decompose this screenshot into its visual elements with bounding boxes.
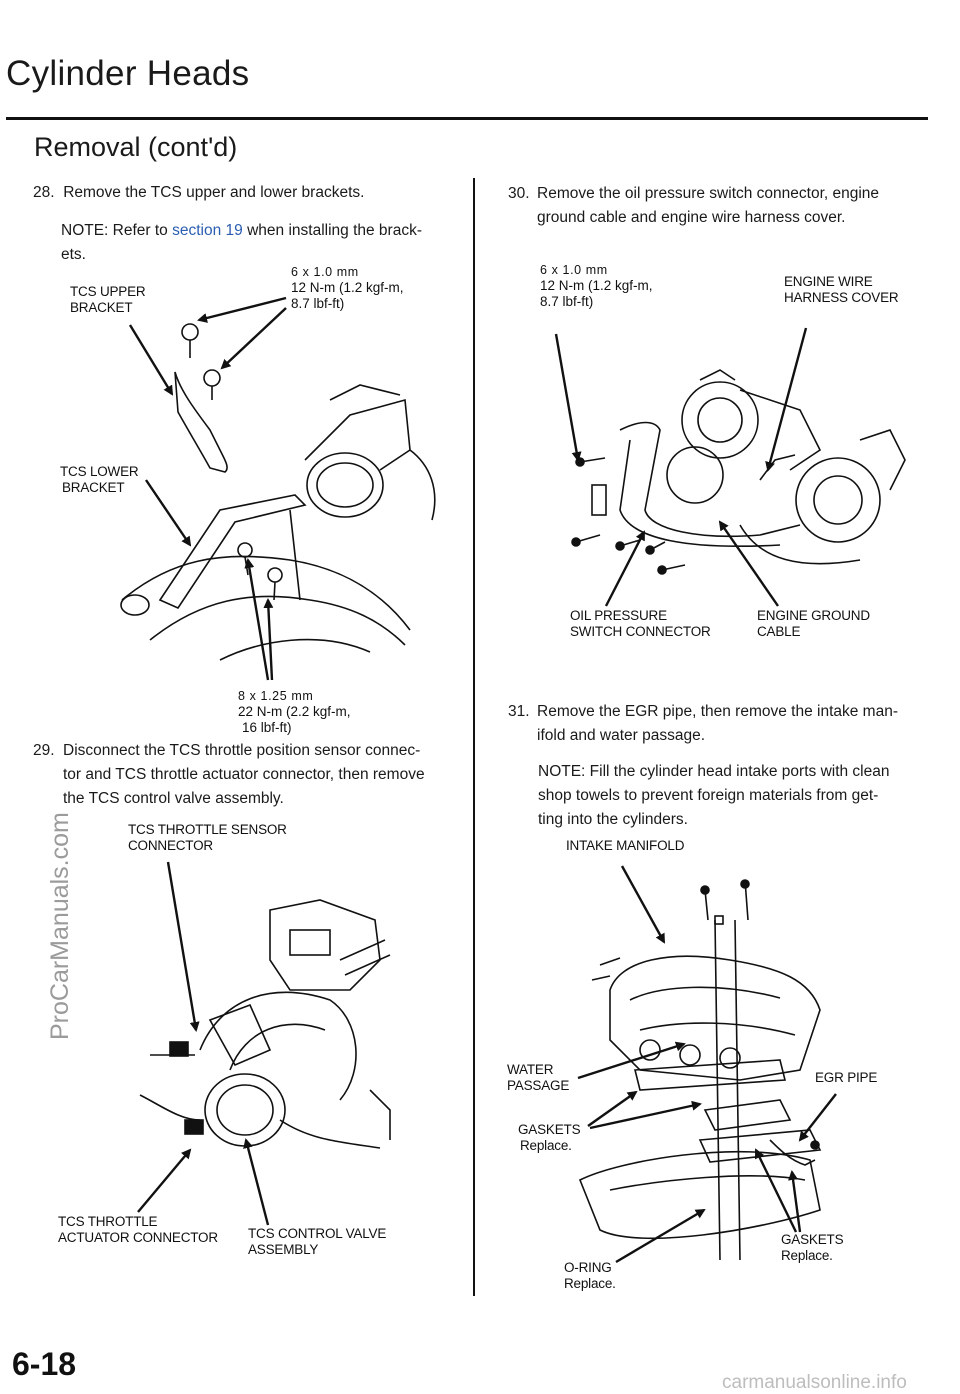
step-28-text: Remove the TCS upper and lower brackets. (63, 184, 365, 201)
step-31-note: NOTE: Fill the cylinder head intake port… (538, 763, 890, 828)
step-31-number: 31. (508, 703, 530, 720)
step-28-note: NOTE: Refer to section 19 when installin… (61, 219, 461, 267)
tcs-bracket-illustration (120, 323, 436, 661)
watermark-text: ProCarManuals.com (46, 812, 74, 1040)
note-suffix: when installing the brack- (242, 222, 423, 239)
torque-spec-harness: 6 x 1.0 mm 12 N-m (1.2 kgf-m, 8.7 lbf-ft… (540, 263, 653, 309)
step-28-number: 28. (33, 184, 55, 201)
section-19-link[interactable]: section 19 (172, 222, 243, 239)
engine-harness-illustration (571, 369, 906, 575)
step-30: 30. Remove the oil pressure switch conne… (508, 182, 928, 230)
step-29: 29. Disconnect the TCS throttle position… (33, 739, 463, 811)
label-egr-pipe: EGR PIPE (815, 1070, 878, 1085)
page-number: 6-18 (12, 1346, 77, 1382)
note-line-2: ets. (61, 246, 86, 263)
page-title: Cylinder Heads (6, 54, 250, 93)
page-subtitle: Removal (cont'd) (34, 132, 238, 162)
torque-spec-upper: 6 x 1.0 mm 12 N-m (1.2 kgf-m, 8.7 lbf-ft… (291, 265, 404, 311)
step-31: 31. Remove the EGR pipe, then remove the… (508, 700, 928, 748)
label-intake-manifold: INTAKE MANIFOLD (566, 838, 685, 853)
title-rule (6, 117, 928, 120)
note-prefix: NOTE: Refer to (61, 222, 173, 239)
column-divider (473, 178, 475, 1296)
step-30-number: 30. (508, 185, 530, 202)
step-29-number: 29. (33, 742, 55, 759)
tcs-control-valve-illustration (139, 899, 391, 1149)
torque-spec-lower: 8 x 1.25 mm 22 N-m (2.2 kgf-m, 16 lbf-ft… (238, 689, 351, 735)
intake-manifold-illustration (578, 879, 822, 1261)
step-28: 28. Remove the TCS upper and lower brack… (33, 181, 364, 205)
footer-site-url[interactable]: carmanualsonline.info (722, 1372, 907, 1393)
